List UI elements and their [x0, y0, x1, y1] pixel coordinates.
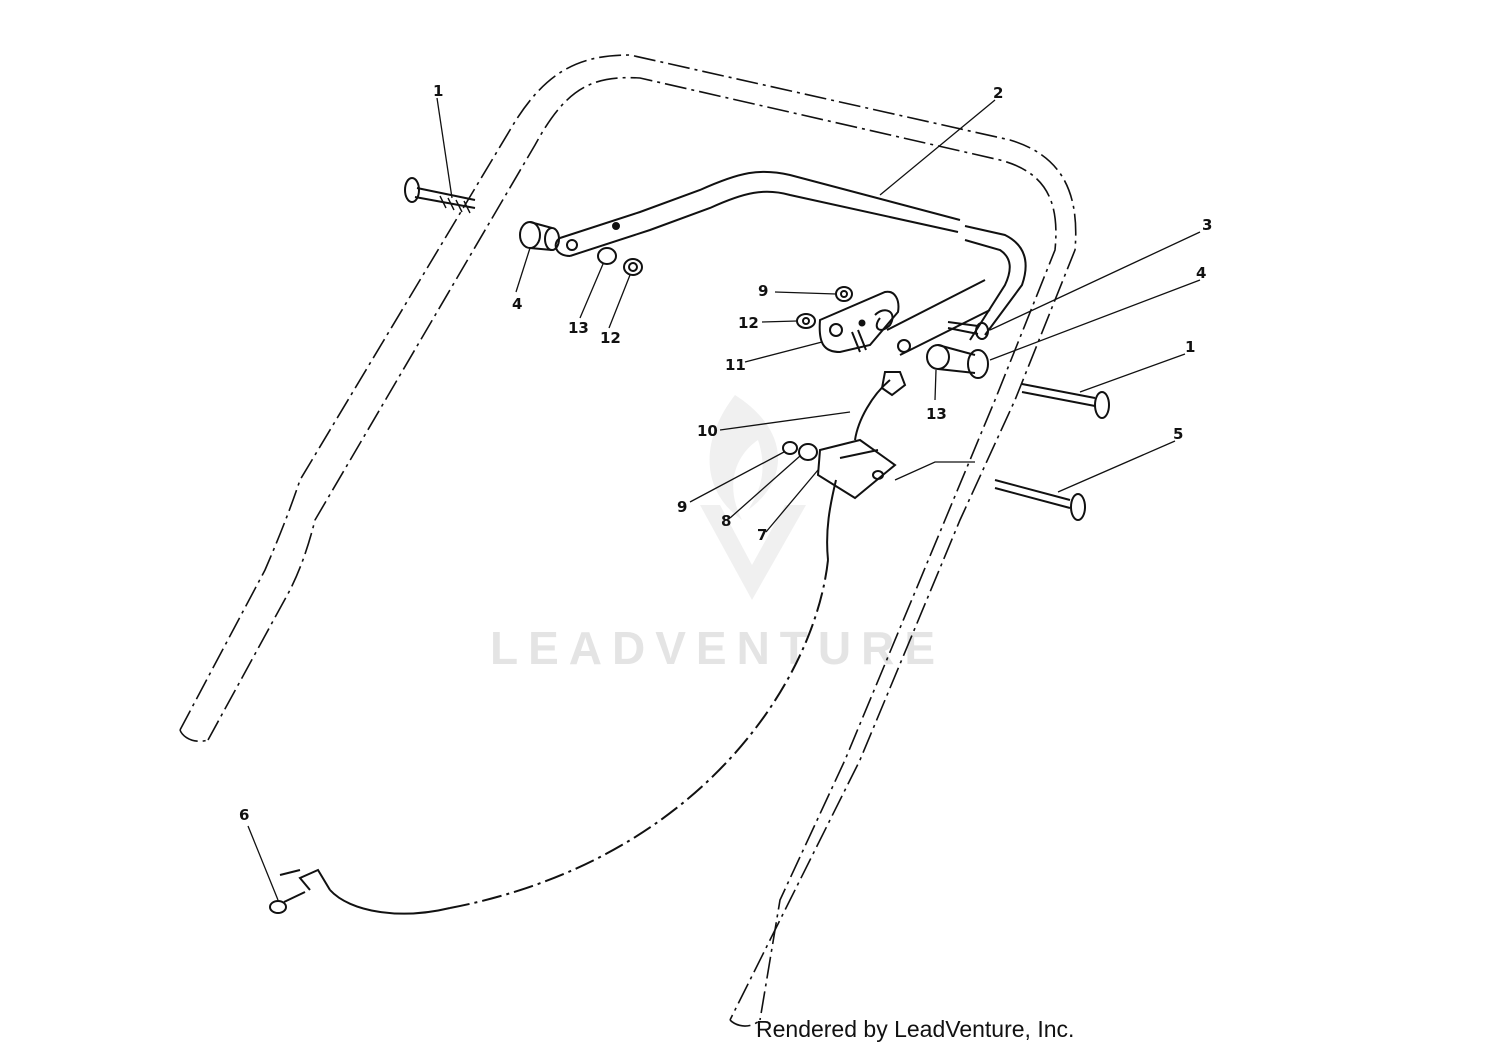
callout-labels: 1 2 3 4 4 1 5 9 12 11 13 12 13 10 9 8 7 … [239, 82, 1212, 824]
callout-1-right: 1 [1185, 338, 1195, 356]
control-assembly [269, 371, 907, 915]
leader-lines [247, 97, 1201, 901]
watermark-logo [700, 395, 806, 600]
callout-12-left: 12 [600, 329, 621, 347]
callout-9-bottom: 9 [677, 498, 687, 516]
callout-12-right: 12 [738, 314, 759, 332]
callout-2: 2 [993, 84, 1003, 102]
callout-1-top: 1 [433, 82, 443, 100]
watermark-text: LEADVENTURE [490, 622, 945, 674]
handle-frame [179, 54, 1077, 1027]
callout-3: 3 [1202, 216, 1212, 234]
bracket [818, 290, 900, 354]
callout-10: 10 [697, 422, 718, 440]
hardware-right [796, 286, 989, 379]
control-bar [554, 170, 1027, 356]
callout-5: 5 [1173, 425, 1183, 443]
callout-4-right: 4 [1196, 264, 1206, 282]
callout-8: 8 [721, 512, 731, 530]
hardware-left [519, 221, 643, 276]
callout-6: 6 [239, 806, 249, 824]
callout-13-right: 13 [926, 405, 947, 423]
callout-13-left: 13 [568, 319, 589, 337]
callout-11: 11 [725, 356, 746, 374]
callout-7: 7 [757, 526, 767, 544]
callout-4-left: 4 [512, 295, 522, 313]
callout-9-top: 9 [758, 282, 768, 300]
bolts [404, 177, 1110, 521]
rendered-by-credit: Rendered by LeadVenture, Inc. [756, 1016, 1075, 1042]
